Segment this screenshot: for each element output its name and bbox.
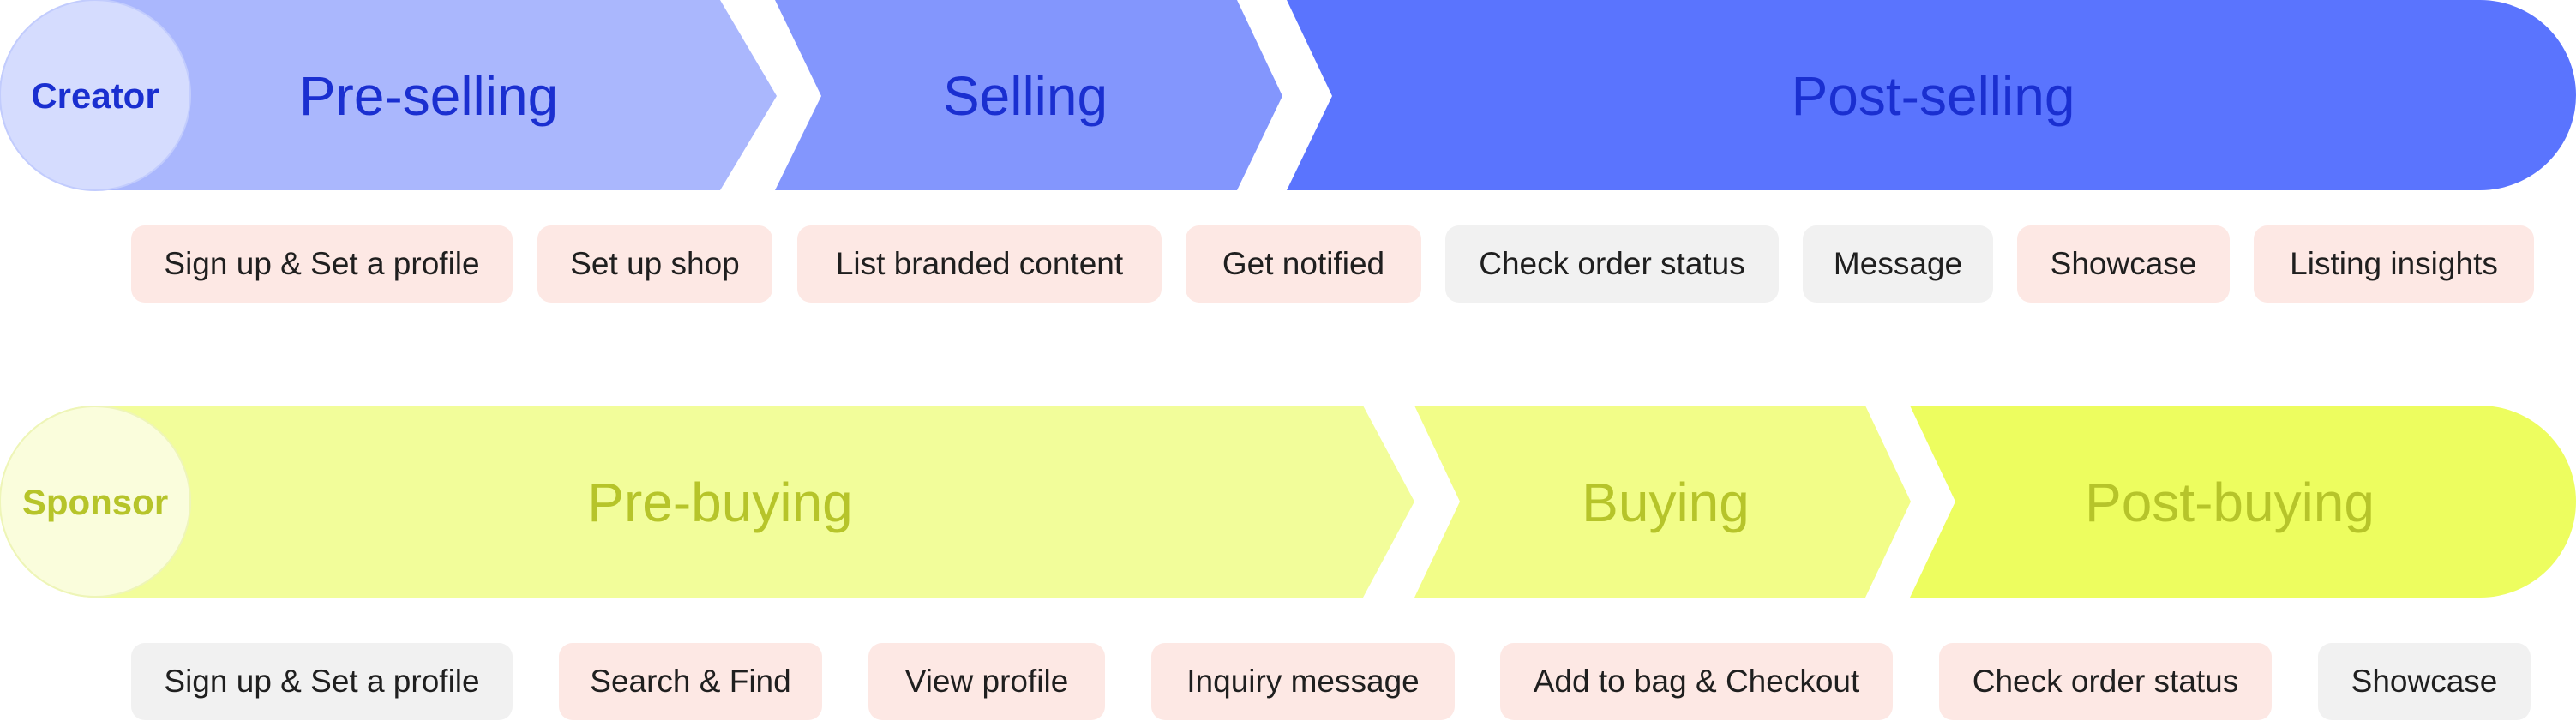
creator-lane: Creator Pre-selling Selling Post-selling: [0, 0, 2576, 191]
creator-action-chip: List branded content: [797, 225, 1162, 303]
creator-action-chip: Sign up & Set a profile: [131, 225, 513, 303]
sponsor-lane: Sponsor Pre-buying Buying Post-buying: [0, 406, 2576, 598]
creator-action-chip: Check order status: [1445, 225, 1779, 303]
sponsor-action-chip: View profile: [868, 643, 1105, 720]
creator-action-chip: Set up shop: [537, 225, 772, 303]
sponsor-role-circle: [0, 406, 191, 598]
sponsor-action-chip: Add to bag & Checkout: [1500, 643, 1893, 720]
sponsor-action-chip: Check order status: [1939, 643, 2272, 720]
sponsor-action-chip: Sign up & Set a profile: [131, 643, 513, 720]
creator-role-label: Creator: [31, 75, 159, 116]
sponsor-action-chip: Inquiry message: [1151, 643, 1455, 720]
sponsor-stage-pre-buying-arrow: [0, 406, 1414, 598]
creator-action-chip: Listing insights: [2254, 225, 2534, 303]
sponsor-action-chip: Search & Find: [559, 643, 822, 720]
sponsor-stage-post-buying-label: Post-buying: [2085, 472, 2375, 533]
creator-action-chip: Showcase: [2017, 225, 2230, 303]
creator-action-chip: Message: [1803, 225, 1993, 303]
creator-stage-selling-label: Selling: [943, 65, 1108, 127]
sponsor-stage-buying-arrow: [1414, 406, 1911, 598]
creator-stage-selling-arrow: [775, 0, 1282, 190]
creator-stage-pre-selling-arrow: [0, 0, 777, 190]
creator-stage-pre-selling-label: Pre-selling: [299, 65, 558, 127]
sponsor-action-chip: Showcase: [2318, 643, 2531, 720]
creator-action-chip: Get notified: [1186, 225, 1421, 303]
sponsor-stage-pre-buying-label: Pre-buying: [587, 472, 853, 533]
sponsor-stage-buying-label: Buying: [1582, 472, 1750, 533]
sponsor-role-label: Sponsor: [22, 482, 168, 522]
creator-stage-post-selling-arrow: [1287, 0, 2576, 190]
creator-role-circle: [0, 0, 191, 191]
creator-stage-post-selling-label: Post-selling: [1792, 65, 2075, 127]
sponsor-stage-post-buying-arrow: [1910, 406, 2576, 598]
